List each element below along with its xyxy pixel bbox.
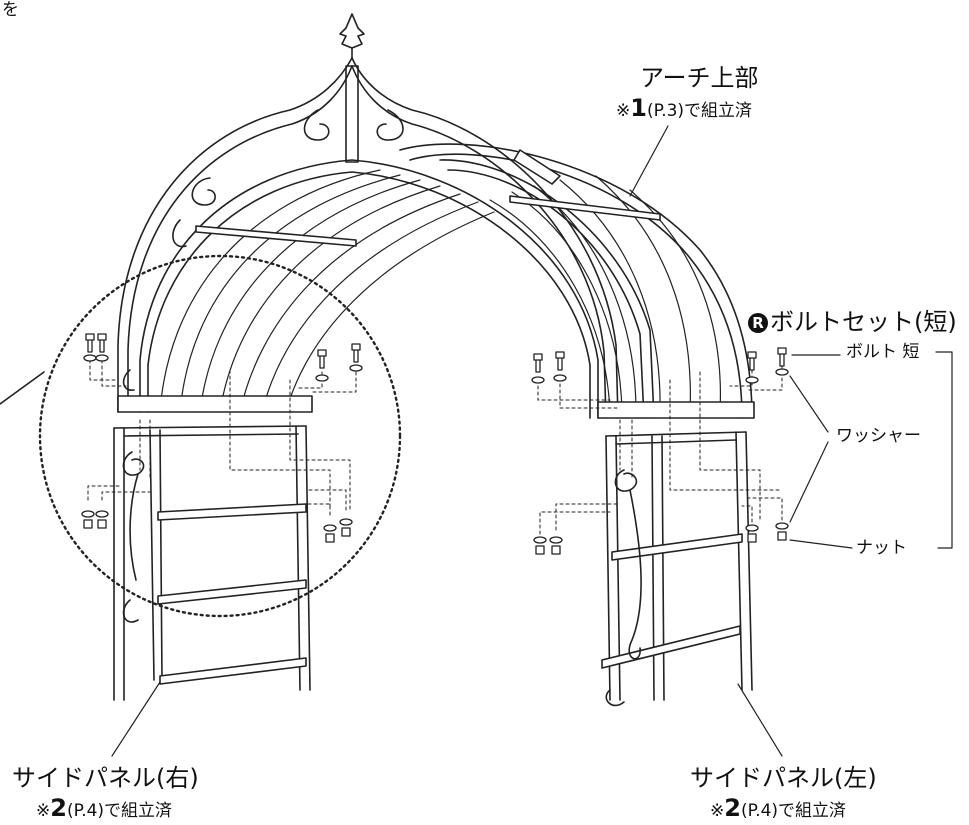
side-panel-right-title: サイドパネル(右)	[12, 764, 199, 792]
side-panel-right	[113, 425, 311, 701]
arch-top-note: ※1(P.3)で組立済	[616, 96, 752, 120]
finial	[339, 13, 365, 59]
side-panel-left	[601, 431, 753, 707]
corner-text: を	[2, 0, 19, 20]
bolt-set-badge: R	[748, 313, 768, 333]
side-panel-left-note: ※2(P.4)で組立済	[710, 796, 846, 820]
note-mark: ※	[36, 801, 51, 821]
nut-icons	[83, 519, 787, 555]
bolt-set-title-text: ボルトセット(短)	[770, 308, 957, 336]
side-panel-left-title: サイドパネル(左)	[690, 764, 877, 792]
arch-front	[117, 57, 619, 419]
arch-back	[399, 143, 753, 419]
arch-bottom-plates	[117, 395, 755, 419]
arch-crossbars	[195, 149, 661, 247]
bolt-short-label: ボルト 短	[846, 342, 920, 362]
note-text: (P.3)で組立済	[646, 101, 753, 121]
note-mark: ※	[710, 801, 725, 821]
washer-label: ワッシャー	[836, 426, 921, 446]
bolt-icons	[85, 333, 787, 373]
detail-zoom-circle	[38, 254, 402, 618]
detail-leader-line	[0, 371, 45, 405]
note-number: 2	[724, 794, 741, 822]
note-number: 2	[50, 794, 67, 822]
arch-top-title: アーチ上部	[640, 64, 759, 92]
nut-label: ナット	[856, 538, 907, 558]
hardware	[81, 333, 789, 555]
note-number: 1	[630, 94, 647, 122]
label-leaders	[111, 125, 953, 757]
arch-ribs	[159, 169, 722, 413]
washer-icons	[81, 354, 789, 544]
note-mark: ※	[616, 101, 631, 121]
note-text: (P.4)で組立済	[740, 801, 847, 821]
assembly-guides	[87, 359, 783, 541]
side-panel-right-note: ※2(P.4)で組立済	[36, 796, 172, 820]
note-text: (P.4)で組立済	[66, 801, 173, 821]
